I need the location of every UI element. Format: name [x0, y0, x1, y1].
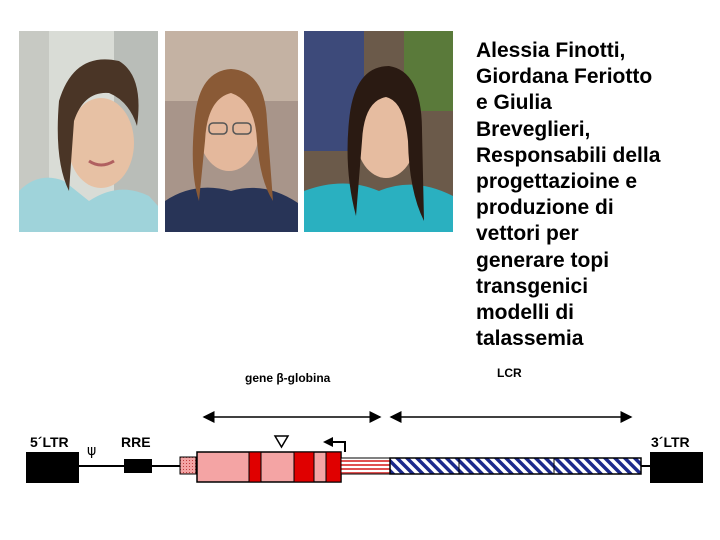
portrait-alessia-finotti [19, 31, 158, 232]
exon-1 [248, 451, 262, 483]
promoter-region [340, 457, 391, 475]
dotted-region [179, 456, 197, 475]
promoter-arrowhead [323, 437, 333, 447]
portrait-giulia-breveglieri [304, 31, 453, 232]
exon-3 [325, 451, 342, 483]
ltr-3-label: 3´LTR [651, 434, 690, 450]
gene-beta-globin-label: gene β-globina [245, 371, 331, 385]
triangle-marker [273, 435, 290, 449]
rre-box [124, 459, 152, 473]
caption-text: Alessia Finotti, Giordana Feriotto e Giu… [476, 39, 661, 351]
lentiviral-vector-diagram: 5´LTR ψ RRE 3´LTR [26, 411, 703, 483]
portrait-giordana-feriotto [165, 31, 298, 232]
lcr-box [389, 457, 642, 475]
promoter-arrow [330, 441, 346, 452]
ltr-3-box [650, 452, 703, 483]
beta-globin-gene-box [196, 451, 342, 483]
exon-2 [293, 451, 315, 483]
psi-label: ψ [87, 443, 96, 459]
ltr-5-label: 5´LTR [30, 434, 69, 450]
lcr-label: LCR [497, 366, 522, 380]
ltr-5-box [26, 452, 79, 483]
rre-label: RRE [121, 434, 151, 450]
